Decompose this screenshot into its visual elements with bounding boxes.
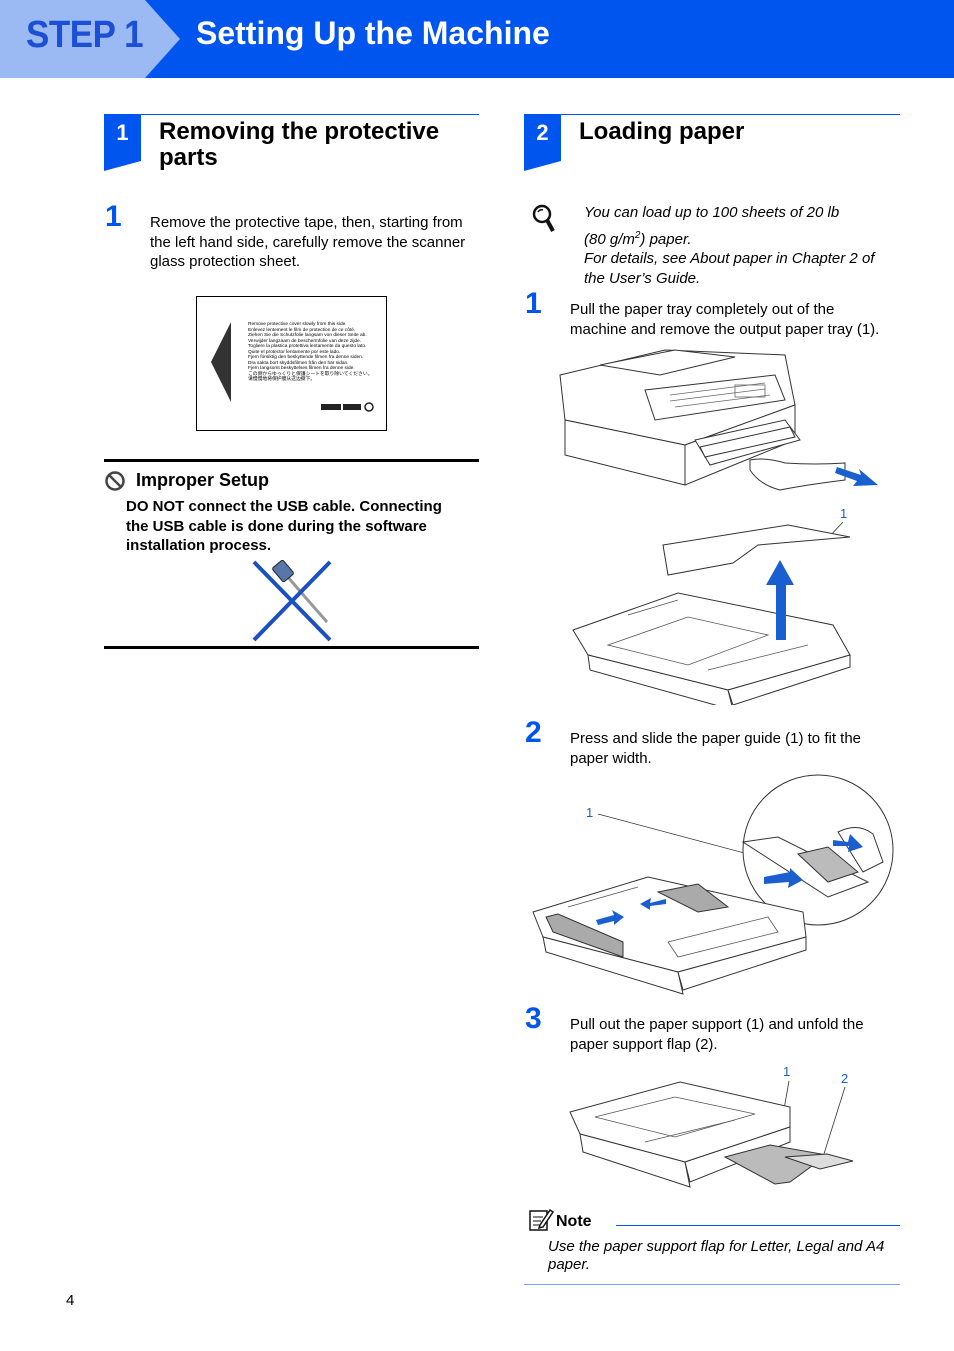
arrow-left-icon <box>211 322 374 412</box>
sheet-text: Remove protective cover slowly from this… <box>248 322 383 383</box>
callout-number: 2 <box>841 1071 848 1086</box>
note-title: Note <box>556 1213 592 1230</box>
note-divider <box>616 1225 900 1226</box>
tip-text-part: (80 g/m <box>584 230 635 248</box>
callout-number: 1 <box>586 805 593 820</box>
sheet-text-line: Ziehen Sie die Schutzfolie langsam von d… <box>248 333 367 338</box>
page-header: STEP 1 Setting Up the Machine <box>0 0 954 78</box>
instruction-line: Press and slide the paper guide (1) to f… <box>570 730 862 747</box>
instruction-line: glass protection sheet. <box>150 253 301 270</box>
step-tab <box>0 0 180 78</box>
note-divider <box>524 1284 900 1285</box>
step-instruction: Pull out the paper support (1) and unfol… <box>570 1015 910 1054</box>
section-header-removing: 1 Removing the protective parts <box>104 114 479 171</box>
callout-number: 1 <box>840 506 847 521</box>
prohibited-icon <box>105 471 125 491</box>
instruction-line: machine and remove the output paper tray… <box>570 320 880 338</box>
note-line: paper. <box>548 1256 590 1273</box>
tip-line: For details, see About paper in Chapter … <box>584 250 875 267</box>
machine-illustration <box>559 349 878 491</box>
protection-sheet-illustration: Remove protective cover slowly from this… <box>196 296 387 431</box>
section-title-line2: parts <box>159 144 218 171</box>
tip-line: the User’s Guide. <box>584 269 701 287</box>
section-header-loading-paper: 2 Loading paper <box>524 114 900 171</box>
paper-guide-illustration: 1 <box>532 774 894 995</box>
step-number: 1 <box>105 200 122 233</box>
warning-title: Improper Setup <box>136 470 270 490</box>
paper-support-illustration: 1 2 <box>569 1064 854 1188</box>
section-title: Removing the protective parts <box>159 119 439 171</box>
tip-text: You can load up to 100 sheets of 20 lb (… <box>584 203 904 288</box>
section-number: 1 <box>104 115 141 171</box>
step-number: 2 <box>525 716 542 749</box>
sheet-text-line: Verwijder langzaam de beschermfolie van … <box>248 338 362 344</box>
section-title-line1: Removing the protective <box>159 118 440 145</box>
step-instruction: Remove the protective tape, then, starti… <box>150 213 485 272</box>
instruction-line: paper width. <box>570 749 652 767</box>
sheet-text-line: 请慢慢地将保护膜从这边撕下。 <box>248 377 316 382</box>
sheet-text-line: Quite el protector lentamente por este l… <box>248 349 341 355</box>
tip-line: (80 g/m2) paper. <box>584 226 904 250</box>
warning-line: the USB cable is done during the softwar… <box>126 517 427 535</box>
instruction-line: Pull out the paper support (1) and unfol… <box>570 1016 864 1033</box>
improper-setup-box: Improper Setup DO NOT connect the USB ca… <box>104 459 479 649</box>
instruction-line: Remove the protective tape, then, starti… <box>150 214 463 231</box>
sheet-text-line: Fjern langsomt beskyttelses filmen fra d… <box>248 366 355 371</box>
warning-text: DO NOT connect the USB cable. Connecting… <box>126 497 476 556</box>
tip-line: You can load up to 100 sheets of 20 lb <box>584 204 840 221</box>
note-pencil-icon <box>529 1208 554 1231</box>
output-tray-illustration: 1 <box>572 506 851 705</box>
sheet-text-line: Remove protective cover slowly from this… <box>248 322 347 327</box>
step-label: STEP 1 <box>26 14 144 56</box>
step-instruction: Pull the paper tray completely out of th… <box>570 300 910 339</box>
sheet-text-line: Dra sakta bort skyddsfilmen från den här… <box>248 360 349 366</box>
warning-line: installation process. <box>126 537 272 554</box>
instruction-line: Pull the paper tray completely out of th… <box>570 301 835 318</box>
usb-cable-crossed-icon <box>252 560 332 642</box>
step-instruction: Press and slide the paper guide (1) to f… <box>570 729 910 768</box>
note-text: Use the paper support flap for Letter, L… <box>548 1237 908 1274</box>
note-line: Use the paper support flap for Letter, L… <box>548 1238 885 1255</box>
step-number: 1 <box>525 287 542 320</box>
instruction-line: the left hand side, carefully remove the… <box>150 233 466 251</box>
page-title: Setting Up the Machine <box>196 15 550 51</box>
page-number: 4 <box>66 1292 75 1309</box>
callout-number: 1 <box>783 1064 790 1079</box>
sheet-text-line: Fjern forsiktig den beskyttende filmen f… <box>248 355 364 360</box>
tip-text-part: ) paper. <box>640 230 692 248</box>
section-title: Loading paper <box>579 118 745 145</box>
sheet-text-line: Enlevez lentement le film de protection … <box>248 327 356 333</box>
sheet-text-line: Togliere la plastica protettiva lentamen… <box>248 344 367 349</box>
instruction-line: paper support flap (2). <box>570 1035 718 1053</box>
magnifier-icon <box>532 204 555 232</box>
step-number: 3 <box>525 1002 542 1035</box>
sheet-text-line: この側からゆっくりと保護シートを取り除いてください。 <box>248 371 373 377</box>
section-number: 2 <box>524 115 561 171</box>
tip-superscript: 2 <box>634 229 641 241</box>
warning-line: DO NOT connect the USB cable. Connecting <box>126 498 442 515</box>
